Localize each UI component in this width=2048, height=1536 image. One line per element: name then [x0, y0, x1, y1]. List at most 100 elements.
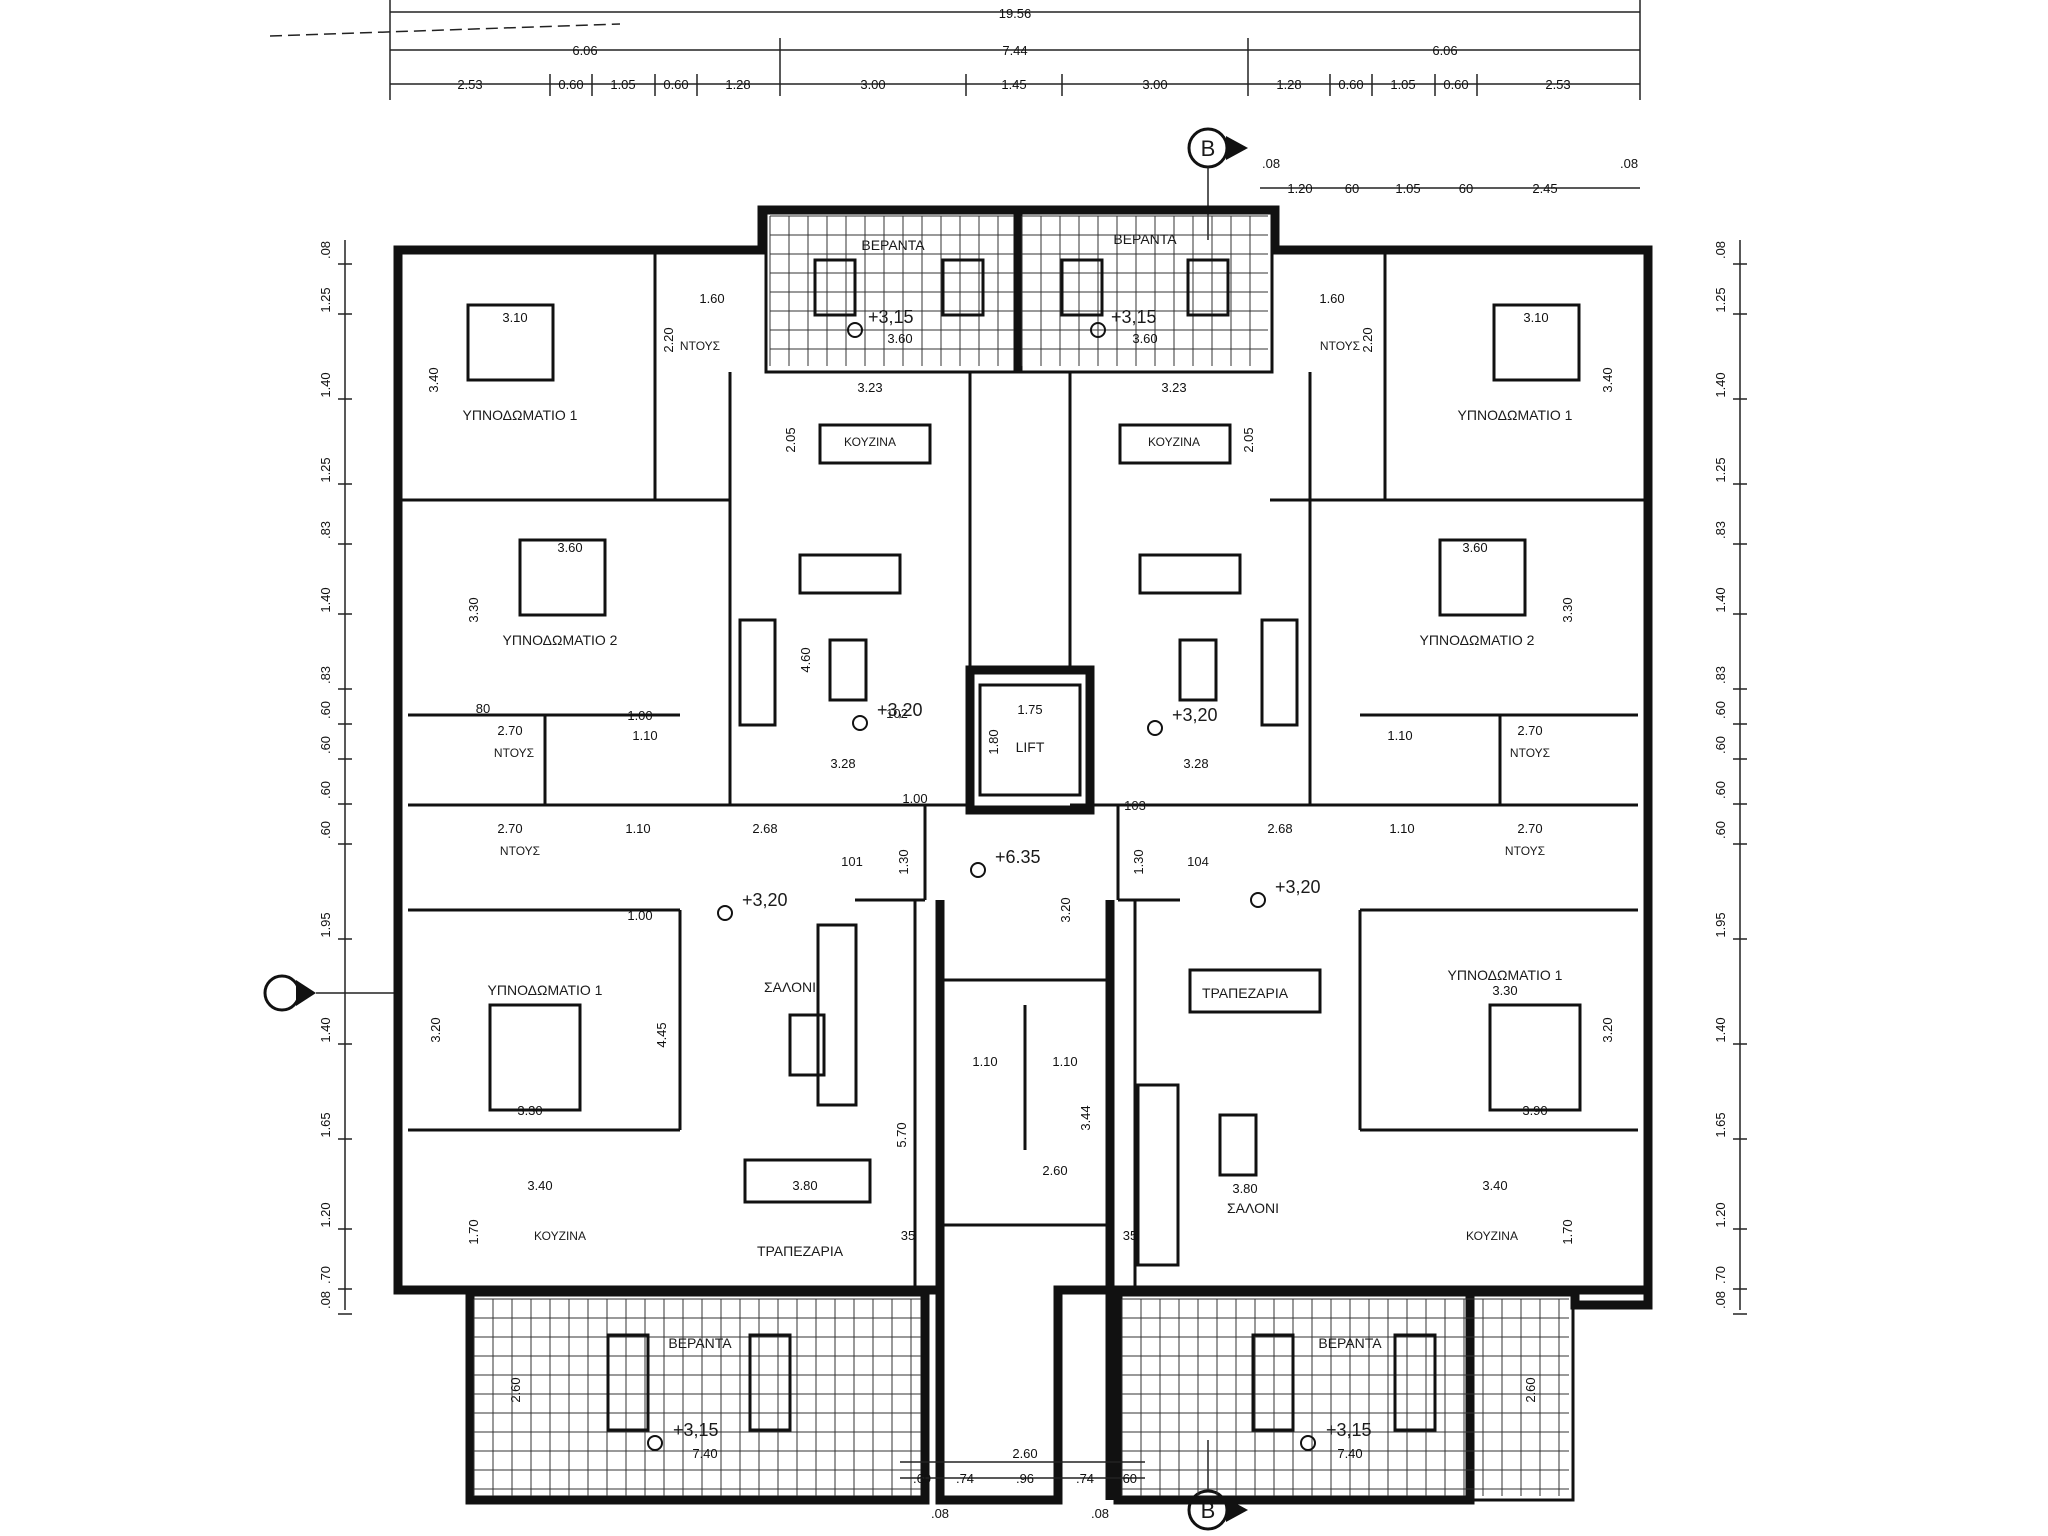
- label-kitchen-tl: ΚΟΥΖΙΝΑ: [844, 435, 896, 449]
- label-bedroom1-br: ΥΠΝΟΔΩΜΑΤΙΟ 1: [1448, 967, 1563, 983]
- svg-text:4.45: 4.45: [654, 1022, 669, 1047]
- svg-text:2.70: 2.70: [1517, 723, 1542, 738]
- dim-seg-1: 2.53: [457, 77, 482, 92]
- svg-text:1.70: 1.70: [466, 1219, 481, 1244]
- svg-text:3.30: 3.30: [1560, 597, 1575, 622]
- veranda-tiles: [473, 215, 1569, 1496]
- section-marker-top: B: [1187, 127, 1248, 240]
- svg-text:35: 35: [901, 1228, 915, 1243]
- side-dim-left-2: 1.40: [318, 372, 333, 397]
- svg-text:3.60: 3.60: [1462, 540, 1487, 555]
- svg-text:1.75: 1.75: [1017, 702, 1042, 717]
- label-shower-ml2: ΝΤΟΥΣ: [500, 844, 540, 858]
- side-dim-right-8: .60: [1713, 736, 1728, 754]
- svg-text:2.70: 2.70: [1517, 821, 1542, 836]
- svg-text:1.10: 1.10: [1387, 728, 1412, 743]
- svg-text:1.00: 1.00: [902, 791, 927, 806]
- dim-overall: 19.56: [999, 6, 1032, 21]
- dim-top-2: 7.44: [1002, 43, 1027, 58]
- svg-text:3.28: 3.28: [830, 756, 855, 771]
- svg-text:3.60: 3.60: [887, 331, 912, 346]
- side-dim-right-0: .08: [1713, 241, 1728, 259]
- dim-seg-5: 1.28: [725, 77, 750, 92]
- dim-seg-6: 3.00: [860, 77, 885, 92]
- side-dim-left-13: 1.65: [318, 1112, 333, 1137]
- side-dim-left-10: .60: [318, 821, 333, 839]
- furniture: [466, 258, 1582, 1432]
- side-dim-right-10: .60: [1713, 821, 1728, 839]
- svg-text:1.00: 1.00: [627, 708, 652, 723]
- svg-text:1.80: 1.80: [986, 729, 1001, 754]
- svg-text:5.70: 5.70: [894, 1122, 909, 1147]
- dim-top-1: 6.06: [572, 43, 597, 58]
- room-dimensions-vertical: 3.40 3.40 2.20 2.20 2.05 2.05 3.30 3.30 …: [426, 327, 1615, 1402]
- level-mark: +3,20: [852, 700, 923, 731]
- svg-text:.96: .96: [1016, 1471, 1034, 1486]
- unit-103: 103: [1124, 798, 1146, 813]
- svg-text:2.05: 2.05: [1241, 427, 1256, 452]
- svg-text:.08: .08: [931, 1506, 949, 1521]
- top-dimensions: 19.56 6.06 7.44 6.06 2.53 0.60 1.05 0.60…: [269, 0, 1641, 196]
- level-mark: +3,15: [847, 307, 914, 338]
- label-bedroom2-r: ΥΠΝΟΔΩΜΑΤΙΟ 2: [1420, 632, 1535, 648]
- side-dim-left-1: 1.25: [318, 287, 333, 312]
- svg-text:1.60: 1.60: [699, 291, 724, 306]
- svg-text:1.60: 1.60: [1319, 291, 1344, 306]
- side-dim-left-15: .70: [318, 1266, 333, 1284]
- unit-104: 104: [1187, 854, 1209, 869]
- svg-text:.74: .74: [1076, 1471, 1094, 1486]
- svg-text:3.40: 3.40: [527, 1178, 552, 1193]
- dim-rt-3: 1.05: [1395, 181, 1420, 196]
- svg-text:1.10: 1.10: [632, 728, 657, 743]
- svg-text:3.30: 3.30: [466, 597, 481, 622]
- side-dim-right-2: 1.40: [1713, 372, 1728, 397]
- label-bedroom1-tr: ΥΠΝΟΔΩΜΑΤΙΟ 1: [1458, 407, 1573, 423]
- side-dim-left-16: .08: [318, 1291, 333, 1309]
- level-mark: +6.35: [970, 847, 1041, 878]
- svg-text:4.60: 4.60: [798, 647, 813, 672]
- label-dining-r: ΤΡΑΠΕΖΑΡΙΑ: [1202, 985, 1289, 1001]
- svg-text:3.20: 3.20: [1600, 1017, 1615, 1042]
- label-shower-tr: ΝΤΟΥΣ: [1320, 339, 1360, 353]
- dim-seg-11: 1.05: [1390, 77, 1415, 92]
- label-salon-l: ΣΑΛΟΝΙ: [764, 979, 816, 995]
- svg-text:3.40: 3.40: [1600, 367, 1615, 392]
- dim-seg-9: 1.28: [1276, 77, 1301, 92]
- side-dim-right-12: 1.40: [1713, 1017, 1728, 1042]
- side-dim-left-3: 1.25: [318, 457, 333, 482]
- side-dim-right-15: .70: [1713, 1266, 1728, 1284]
- room-labels: ΒΕΡΑΝΤΑ ΒΕΡΑΝΤΑ ΥΠΝΟΔΩΜΑΤΙΟ 1 ΥΠΝΟΔΩΜΑΤΙ…: [463, 231, 1573, 1351]
- svg-text:+3,20: +3,20: [877, 700, 923, 720]
- side-dim-right-13: 1.65: [1713, 1112, 1728, 1137]
- side-dim-left-7: .60: [318, 701, 333, 719]
- svg-text:80: 80: [476, 701, 490, 716]
- level-mark: +3,15: [647, 1420, 719, 1451]
- side-dim-left-0: .08: [318, 241, 333, 259]
- svg-text:.60: .60: [913, 1471, 931, 1486]
- svg-text:.74: .74: [956, 1471, 974, 1486]
- svg-text:2.20: 2.20: [661, 327, 676, 352]
- dim-seg-8: 3.00: [1142, 77, 1167, 92]
- level-marks: +3,15 +3,15 +3,20 +3,20 +6.35 +3,20 +3,2…: [647, 307, 1372, 1451]
- svg-text:1.70: 1.70: [1560, 1219, 1575, 1244]
- side-dim-left-8: .60: [318, 736, 333, 754]
- unit-101: 101: [841, 854, 863, 869]
- label-veranda-tr: ΒΕΡΑΝΤΑ: [1113, 231, 1177, 247]
- label-shower-ml1: ΝΤΟΥΣ: [494, 746, 534, 760]
- side-dim-left-6: .83: [318, 666, 333, 684]
- svg-text:3.20: 3.20: [1058, 897, 1073, 922]
- label-bedroom1-tl: ΥΠΝΟΔΩΜΑΤΙΟ 1: [463, 407, 578, 423]
- side-dim-right-16: .08: [1713, 1291, 1728, 1309]
- svg-text:2.05: 2.05: [783, 427, 798, 452]
- label-veranda-tl: ΒΕΡΑΝΤΑ: [861, 237, 925, 253]
- svg-text:2.20: 2.20: [1360, 327, 1375, 352]
- side-dim-left-14: 1.20: [318, 1202, 333, 1227]
- label-dining-l: ΤΡΑΠΕΖΑΡΙΑ: [757, 1243, 844, 1259]
- dim-rt-5: 2.45: [1532, 181, 1557, 196]
- dim-seg-10: 0.60: [1338, 77, 1363, 92]
- dim-rt-end1: .08: [1262, 156, 1280, 171]
- svg-text:3.80: 3.80: [792, 1178, 817, 1193]
- dim-seg-3: 1.05: [610, 77, 635, 92]
- svg-text:1.00: 1.00: [627, 908, 652, 923]
- svg-text:1.30: 1.30: [896, 849, 911, 874]
